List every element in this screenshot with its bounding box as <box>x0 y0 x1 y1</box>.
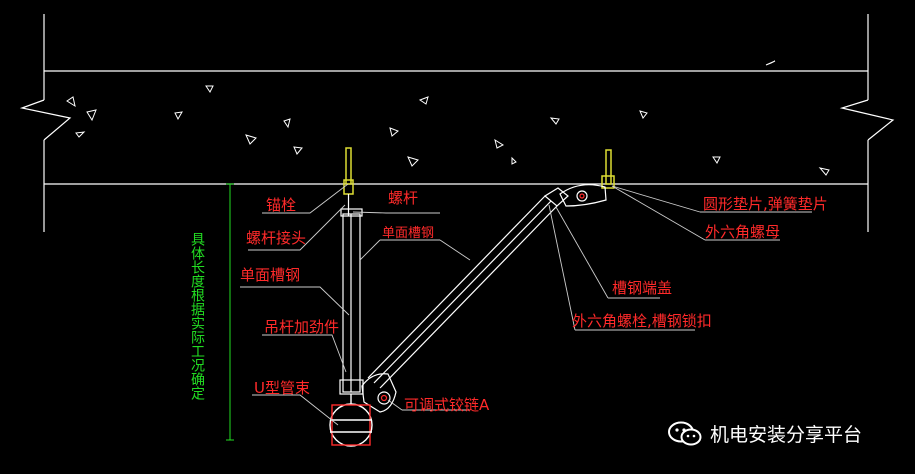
leader-lines <box>240 183 812 426</box>
diagonal-brace <box>367 187 569 389</box>
watermark-text: 机电安装分享平台 <box>710 424 863 446</box>
vertical-channel <box>339 208 364 395</box>
label-single-channel-right: 单面槽钢 <box>382 226 435 241</box>
anchor-bolt-left <box>343 147 354 216</box>
wechat-chat-icon <box>668 421 702 445</box>
dimension-line <box>226 183 234 441</box>
adjustable-hinge-a <box>361 373 397 413</box>
u-clamp <box>329 394 373 447</box>
label-single-channel-left: 单面槽钢 <box>240 266 301 284</box>
concrete-slab <box>19 14 895 232</box>
label-round-washer: 圆形垫片,弹簧垫片 <box>703 195 828 213</box>
label-adjustable-hinge: 可调式铰链A <box>404 396 490 414</box>
label-anchor-bolt: 锚栓 <box>266 196 297 214</box>
dimension-note: 具体长度根据实际工况确定 <box>189 232 205 400</box>
top-hinge <box>559 184 607 207</box>
aggregate-marks <box>66 60 830 176</box>
label-screw-rod-joint: 螺杆接头 <box>246 229 307 247</box>
label-hex-nut: 外六角螺母 <box>705 223 781 241</box>
label-hex-bolt-lock: 外六角螺栓,槽钢锁扣 <box>572 312 712 330</box>
label-hanger-stiffener: 吊杆加劲件 <box>264 318 340 336</box>
label-u-clamp: U型管束 <box>254 379 310 397</box>
label-screw-rod: 螺杆 <box>388 189 419 207</box>
label-channel-end-cap: 槽钢端盖 <box>612 279 673 297</box>
watermark: 机电安装分享平台 <box>668 420 862 447</box>
anchor-bolt-right <box>601 149 615 189</box>
